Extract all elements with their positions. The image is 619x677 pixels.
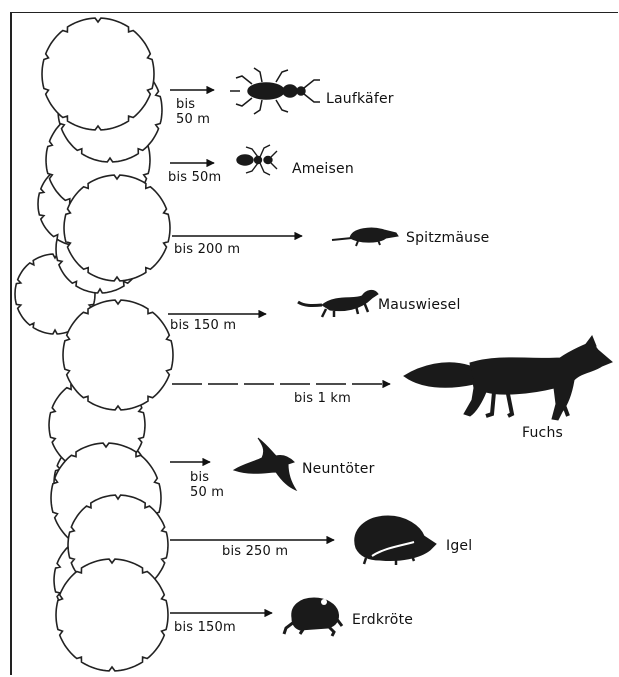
animal-name-mauswiesel: Mauswiesel [378,298,461,313]
distance-label-spitzmaeuse: bis 200 m [174,242,240,257]
animal-name-neuntoeter: Neuntöter [302,462,375,477]
distance-label-neuntoeter: bis 50 m [190,470,224,500]
habitat-circles [15,18,173,671]
animal-name-ameisen: Ameisen [292,162,354,177]
animal-name-laufkaefer: Laufkäfer [326,92,394,107]
beetle-icon [230,68,320,114]
habitat-circle [42,18,154,130]
shrike-icon [234,438,296,490]
distance-label-erdkroete: bis 150m [174,620,236,635]
distance-label-mauswiesel: bis 150 m [170,318,236,333]
distance-line-2: 50 m [190,485,224,500]
distance-label-ameisen: bis 50m [168,170,221,185]
animal-name-erdkroete: Erdkröte [352,613,413,628]
shrew-icon [332,228,398,246]
weasel-icon [298,290,378,317]
distance-line-2: 50 m [176,112,210,127]
hedgehog-icon [355,516,436,565]
animal-name-igel: Igel [446,539,472,554]
ant-icon [237,145,277,175]
habitat-circle [64,175,170,281]
habitat-circle [56,559,168,671]
distance-label-laufkaefer: bis 50 m [176,97,210,127]
fox-icon [404,336,612,420]
distance-label-igel: bis 250 m [222,544,288,559]
distance-line-1: bis [190,470,224,485]
distance-label-fuchs: bis 1 km [294,391,351,406]
animal-name-spitzmaeuse: Spitzmäuse [406,231,490,246]
toad-icon [284,598,342,636]
animal-name-fuchs: Fuchs [522,426,563,441]
habitat-circle [63,300,173,410]
distance-line-1: bis [176,97,210,112]
